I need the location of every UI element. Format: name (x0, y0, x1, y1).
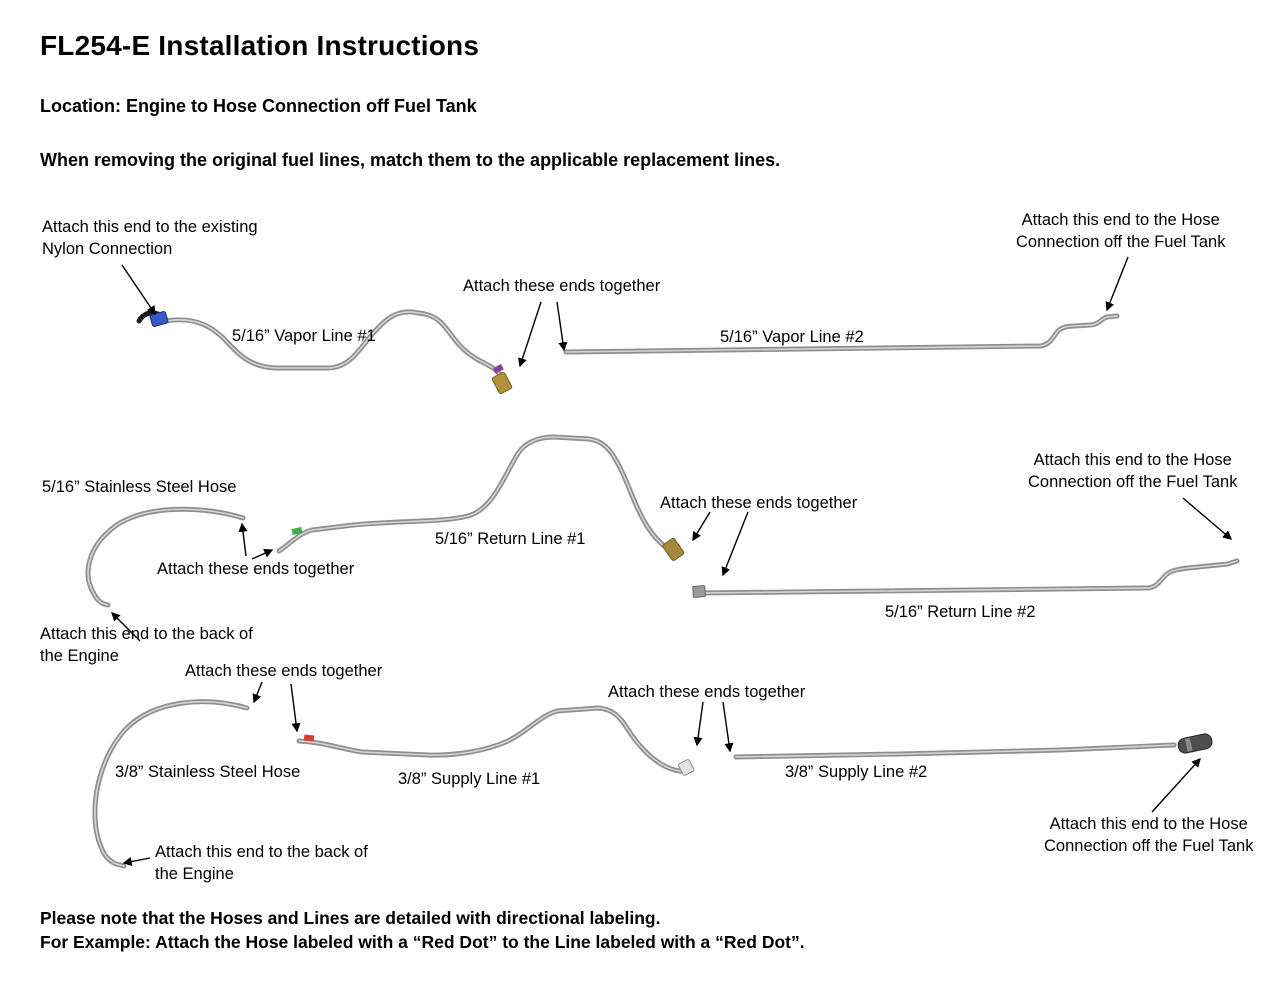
page-title: FL254-E Installation Instructions (40, 30, 480, 61)
arrow-nylon-connection (121, 264, 156, 316)
instruction-heading: When removing the original fuel lines, m… (40, 150, 781, 170)
return-line1-label: 5/16” Return Line #1 (435, 530, 586, 548)
arrow-return-join-left (692, 511, 711, 542)
purple-marker (493, 364, 504, 374)
return-line-2 (701, 561, 1237, 593)
supply-line2-end-fitting (1177, 733, 1213, 754)
footer-note-line2: For Example: Attach the Hose labeled wit… (40, 932, 805, 953)
arrow-return-line1-start (251, 549, 274, 560)
supply-line1-end-fitting (678, 759, 695, 776)
location-heading: Location: Engine to Hose Connection off … (40, 96, 477, 116)
return-line2-label: 5/16” Return Line #2 (885, 603, 1036, 621)
supply-tank-note: Attach this end to the Hose Connection o… (1044, 815, 1254, 855)
supply-line1-label: 3/8” Supply Line #1 (398, 770, 541, 788)
vapor-tank-note: Attach this end to the Hose Connection o… (1016, 211, 1226, 251)
supply-line-2 (736, 745, 1174, 757)
supply-line2-label: 3/8” Supply Line #2 (785, 763, 928, 781)
arrow-supply-hose-end (252, 681, 263, 704)
vapor-attach-note: Attach these ends together (463, 277, 661, 295)
arrow-return-tank-end (1182, 497, 1233, 540)
return-attach-note-left: Attach these ends together (157, 560, 355, 578)
vapor-line1-label: 5/16” Vapor Line #1 (232, 327, 376, 345)
supply-attach-note-left: Attach these ends together (185, 662, 383, 680)
arrow-return-hose-end (238, 522, 248, 557)
return-engine-note: Attach this end to the back of the Engin… (40, 625, 253, 665)
arrow-return-join-right (721, 511, 749, 577)
vapor-line1-nylon-fitting (136, 310, 169, 327)
vapor-line1-end-fitting (491, 364, 513, 395)
arrow-supply-tank-end (1151, 757, 1201, 813)
arrow-vapor-join-left (518, 301, 542, 368)
return-line1-green-marker (291, 526, 303, 536)
vapor-line2-label: 5/16” Vapor Line #2 (720, 328, 864, 346)
supply-line-1 (299, 708, 687, 771)
footer-note-line1: Please note that the Hoses and Lines are… (40, 908, 661, 928)
arrow-supply-line1-start (290, 683, 301, 733)
arrow-supply-join-left (693, 701, 704, 747)
return-line1-end-fitting (662, 537, 685, 561)
supply-engine-note: Attach this end to the back of the Engin… (155, 843, 368, 883)
supply-attach-note-mid: Attach these ends together (608, 683, 806, 701)
supply-hose-label: 3/8” Stainless Steel Hose (115, 763, 301, 781)
annotation-arrows (111, 256, 1233, 867)
return-tank-note: Attach this end to the Hose Connection o… (1028, 451, 1238, 491)
arrow-return-engine-end (111, 612, 141, 642)
supply-line1-red-marker (303, 734, 315, 742)
return-hose-label: 5/16” Stainless Steel Hose (42, 478, 237, 496)
return-line2-start-fitting (692, 585, 706, 598)
arrow-vapor-tank-end (1105, 256, 1129, 312)
arrow-supply-engine-end (122, 857, 151, 867)
stainless-hose-516 (88, 509, 243, 605)
return-attach-note-mid: Attach these ends together (660, 494, 858, 512)
vapor-nylon-note: Attach this end to the existing Nylon Co… (42, 218, 258, 258)
footer-note: Please note that the Hoses and Lines are… (40, 906, 805, 954)
arrow-supply-join-right (722, 701, 734, 753)
arrow-vapor-join-right (556, 301, 568, 352)
